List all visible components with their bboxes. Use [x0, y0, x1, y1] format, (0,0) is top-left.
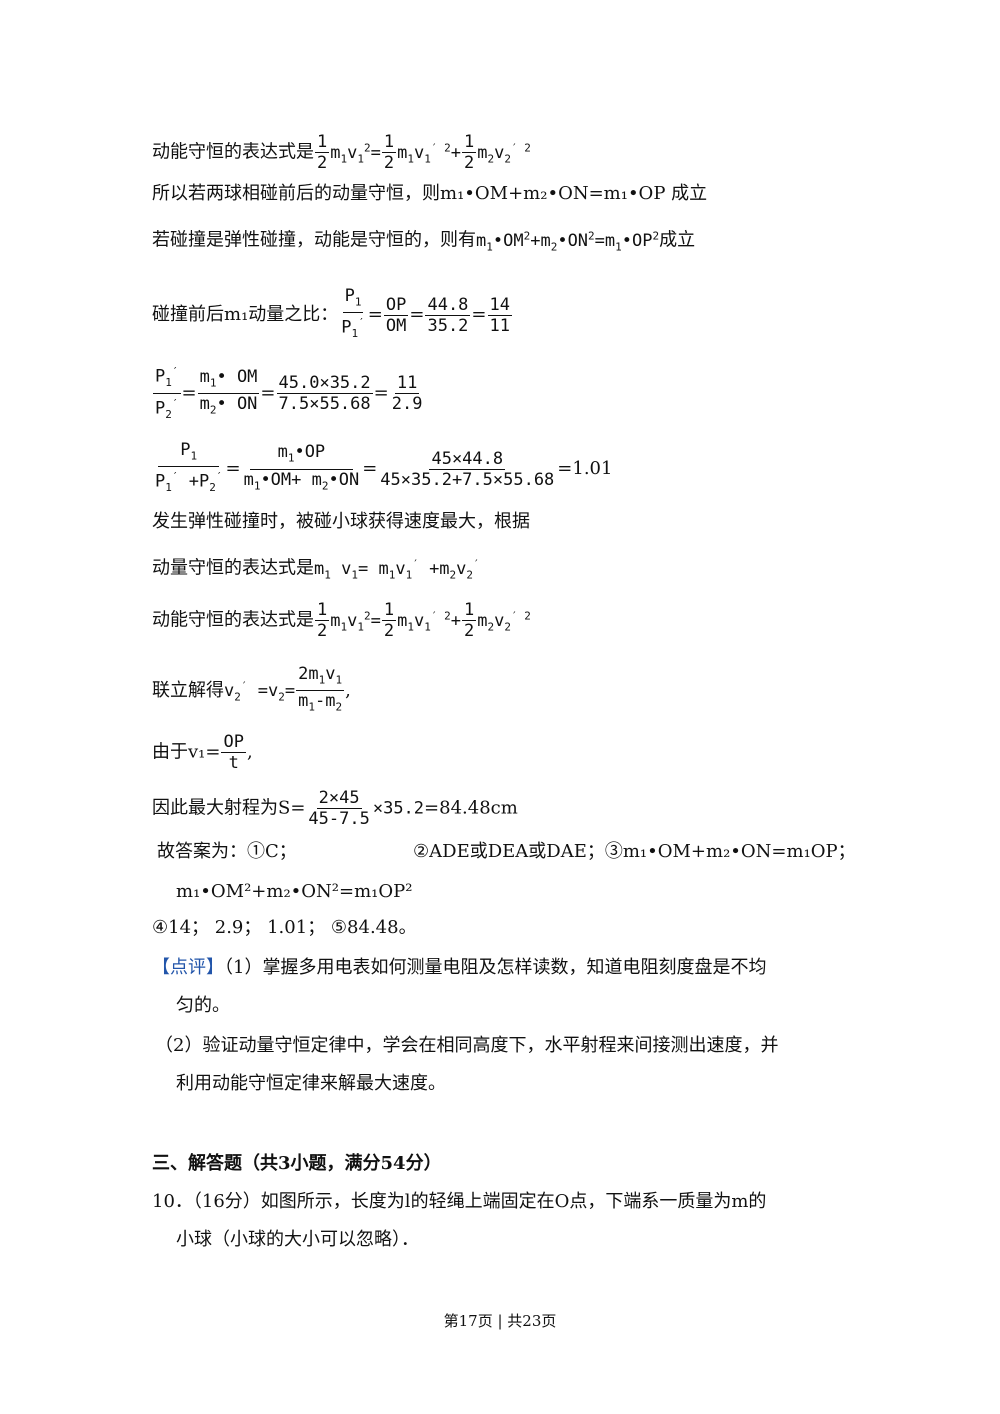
answer-part-d: ④14； 2.9； 1.01； ⑤84.48。	[152, 917, 417, 938]
text: 若碰撞是弹性碰撞，动能是守恒的，则有	[152, 229, 476, 251]
text: 碰撞前后m₁动量之比：	[152, 304, 339, 326]
question-10-line-2: 小球（小球的大小可以忽略）．	[176, 1229, 419, 1250]
numerator: 11	[394, 373, 420, 395]
denominator: 7.5×55.68	[278, 394, 371, 415]
text: 动能守恒的表达式是	[152, 609, 314, 631]
text: 动能守恒的表达式是	[152, 141, 314, 163]
answer-part-c: m₁•OM²+m₂•ON²=m₁OP²	[176, 881, 413, 902]
section-heading: 三、解答题（共3小题，满分54分）	[152, 1153, 442, 1174]
comment-line-4: 利用动能守恒定律来解最大速度。	[176, 1073, 446, 1094]
numerator: 45.0×35.2	[276, 373, 373, 395]
text: 成立	[659, 229, 696, 251]
numerator: 2×45	[316, 788, 362, 809]
question-10-line-1: 10．（16分）如图所示，长度为l的轻绳上端固定在O点，下端系一质量为m的	[152, 1191, 767, 1212]
denominator: 11	[489, 315, 510, 336]
denominator: 45-7.5	[308, 809, 370, 829]
result: =1.01	[557, 458, 613, 480]
denominator: 45×35.2+7.5×55.68	[380, 469, 555, 490]
text: 因此最大射程为S=	[152, 797, 306, 819]
numerator: 14	[487, 294, 512, 316]
numerator: 44.8	[425, 294, 471, 316]
text: 联立解得	[152, 679, 224, 701]
answer-part-a: 故答案为：①C；	[157, 841, 297, 862]
text: 动量守恒的表达式是	[152, 557, 314, 579]
denominator: 2.9	[391, 394, 423, 415]
momentum-conservation-statement: 所以若两球相碰前后的动量守恒，则m₁•OM+m₂•ON=m₁•OP 成立	[152, 183, 708, 204]
multiplier: ×35.2	[372, 798, 425, 819]
numerator: 45×44.8	[429, 448, 506, 470]
result: =84.48cm	[424, 797, 518, 819]
comment-line-1: 【点评】（1）掌握多用电表如何测量电阻及怎样读数，知道电阻刻度盘是不均	[152, 956, 766, 980]
page-footer: 第17页 | 共23页	[443, 1312, 557, 1330]
text: 由于v₁=	[152, 741, 221, 763]
elastic-collision-statement: 若碰撞是弹性碰撞，动能是守恒的，则有m1•OM2+m2•ON2=m1•OP2成立	[152, 229, 696, 254]
denominator: 35.2	[427, 315, 469, 336]
elastic-max-velocity-statement: 发生弹性碰撞时，被碰小球获得速度最大，根据	[152, 511, 530, 532]
answer-part-b: ②ADE或DEA或DAE；③m₁•OM+m₂•ON=m₁OP；	[413, 841, 856, 862]
momentum-conservation-formula: 动量守恒的表达式是m1 v1= m1v1′ +m2v2′	[152, 557, 480, 582]
comment-line-3: （2）验证动量守恒定律中，学会在相同高度下，水平射程来间接测出速度，并	[155, 1035, 779, 1056]
comment-label: 【点评】	[152, 957, 224, 978]
comment-line-2: 匀的。	[176, 995, 230, 1016]
text: （1）掌握多用电表如何测量电阻及怎样读数，知道电阻刻度盘是不均	[224, 957, 767, 978]
